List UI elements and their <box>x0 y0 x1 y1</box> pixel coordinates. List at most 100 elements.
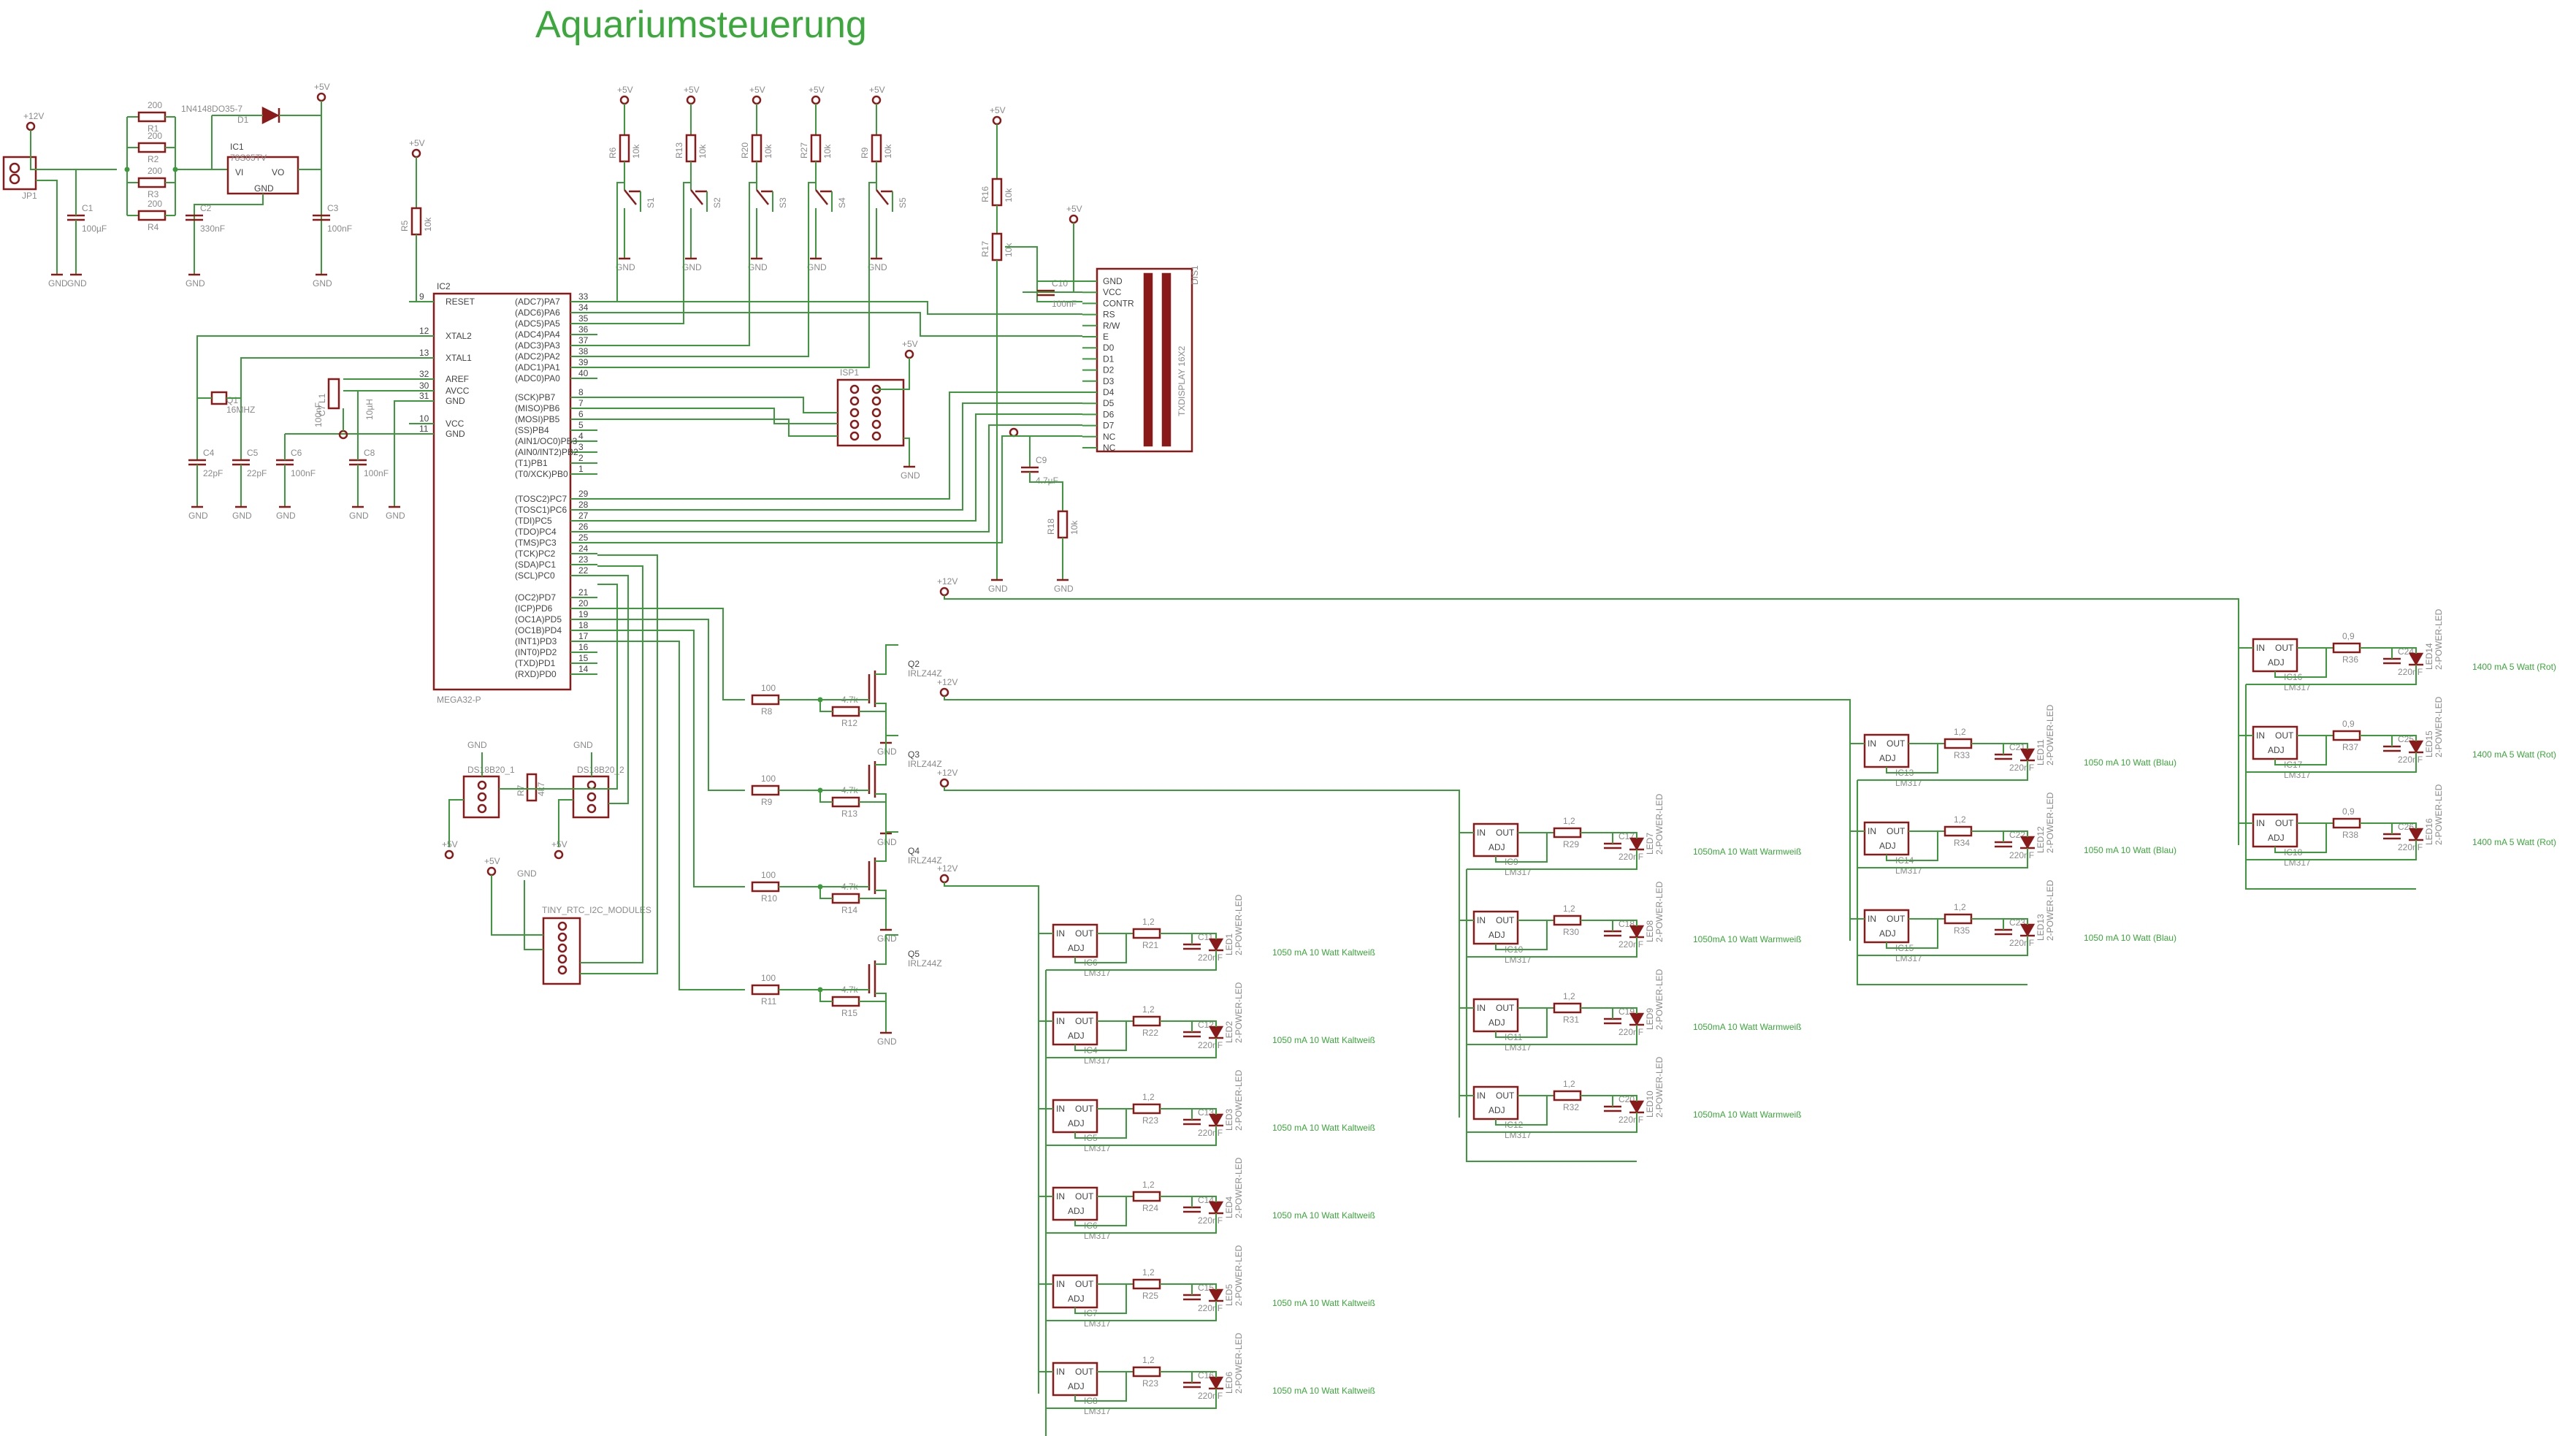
led-symbol <box>1629 1100 1645 1114</box>
resistor-symbol <box>1132 1015 1161 1027</box>
wire <box>944 882 1039 1394</box>
pin-label: ADJ <box>1488 842 1505 852</box>
pin-label: IN <box>1477 1003 1486 1013</box>
resistor-r7 <box>526 773 538 802</box>
connector-pin <box>586 780 597 790</box>
mcu-pin-name: GND <box>446 396 465 406</box>
wire <box>944 787 1460 1118</box>
supply-symbol <box>411 148 421 159</box>
connector-pin <box>557 932 567 942</box>
wire <box>597 435 1082 543</box>
pin-label: IN <box>1056 1104 1065 1114</box>
led-ref: LED9 <box>1645 1008 1655 1030</box>
pin-label: ADJ <box>1879 753 1896 763</box>
wire <box>597 182 876 368</box>
mcu-ic2 <box>432 292 572 691</box>
wire <box>944 595 2239 845</box>
lcd-pin-name: CONTR <box>1103 298 1134 308</box>
rtc-ref: TINY_RTC_I2C_MODULES <box>542 905 651 915</box>
mcu-pin-name: XTAL2 <box>446 331 472 341</box>
wire <box>1192 933 1217 939</box>
capacitor-value: 220nF <box>1198 1040 1223 1050</box>
resistor-value: 1,2 <box>1142 917 1155 927</box>
mcu-pin-name: (ADC1)PA1 <box>515 362 560 373</box>
resistor-ref: R29 <box>1563 839 1579 849</box>
net-label: GND <box>868 262 887 272</box>
resistor-symbol <box>831 706 860 717</box>
switch-symbol <box>815 189 828 205</box>
pin-label: ADJ <box>1488 1105 1505 1115</box>
mcu-pin-num: 23 <box>578 554 589 565</box>
mcu-pin-num: 16 <box>578 642 589 652</box>
diode-ref: D1 <box>237 115 249 125</box>
supply-symbol <box>1069 214 1079 224</box>
resistor-symbol <box>751 984 780 996</box>
switch-symbol <box>624 189 637 205</box>
wire <box>1857 780 2027 985</box>
resistor-value: 1,2 <box>1563 991 1575 1001</box>
lcd-pin-name: D6 <box>1103 409 1115 419</box>
pin-label: ADJ <box>1488 1017 1505 1028</box>
led-label: 1050 mA 10 Watt Kaltweiß <box>1272 947 1375 958</box>
wire <box>597 408 838 424</box>
wire <box>1857 848 2028 868</box>
wire <box>1613 920 1637 926</box>
mcu-pin-num: 20 <box>578 598 589 608</box>
inductor-ref: L1 <box>317 393 327 403</box>
diode-symbol <box>261 106 280 125</box>
pin-label: IN <box>1056 1191 1065 1202</box>
resistor-ref: R31 <box>1563 1015 1579 1025</box>
capacitor-value: 220nF <box>2398 755 2423 765</box>
mcu-pin-num: 26 <box>578 522 589 532</box>
mcu-pin-num: 6 <box>578 409 584 419</box>
capacitor-value: 22pF <box>247 468 267 478</box>
mcu-pin-name: (ICP)PD6 <box>515 603 553 614</box>
crystal-value: 16MHZ <box>226 405 255 415</box>
led-symbol <box>1208 1113 1224 1127</box>
connector-pin <box>871 419 882 429</box>
resistor-symbol <box>137 142 167 153</box>
resistor-ref: R27 <box>799 142 809 159</box>
pin-label: OUT <box>1496 1003 1515 1013</box>
regulator-ref: IC1 <box>230 142 244 152</box>
schematic-title: Aquariumsteuerung <box>535 4 867 46</box>
resistor-ref: R34 <box>1954 838 1970 848</box>
mcu-pin-num: 13 <box>419 348 429 358</box>
led-part: 2-POWER-LED <box>2434 608 2444 670</box>
net-label: GND <box>67 278 87 289</box>
connector-pin <box>849 384 860 394</box>
resistor-value: 10k <box>1004 188 1014 202</box>
pin-label: OUT <box>1496 1091 1515 1101</box>
lcd-pin-name: RS <box>1103 310 1115 320</box>
resistor-symbol <box>2332 817 2361 829</box>
resistor-symbol <box>410 207 422 236</box>
wire <box>597 312 1082 337</box>
supply-symbol <box>26 121 36 131</box>
capacitor-ref: C4 <box>203 448 215 458</box>
resistor-symbol <box>1553 1090 1582 1101</box>
mcu-pin-num: 1 <box>578 464 584 474</box>
mcu-pin-num: 38 <box>578 346 589 356</box>
connector-pin <box>557 943 567 953</box>
led-part: 2-POWER-LED <box>1234 1157 1244 1218</box>
mcu-pin-num: 15 <box>578 653 589 663</box>
mcu-pin-num: 19 <box>578 609 589 619</box>
mcu-pin-num: 3 <box>578 442 584 452</box>
net-label: +12V <box>937 863 958 874</box>
net-label: GND <box>232 511 252 521</box>
resistor-value: 200 <box>148 166 162 176</box>
wire <box>597 413 1082 522</box>
resistor-value: 1,2 <box>1954 814 1966 825</box>
wire <box>36 180 58 264</box>
led-ref: LED1 <box>1224 933 1234 955</box>
resistor-value: 10k <box>423 217 433 232</box>
lcd-ref: DIS1 <box>1190 265 1200 285</box>
resistor-value: 1,2 <box>1954 727 1966 737</box>
led-label: 1050 mA 10 Watt (Blau) <box>2084 933 2176 943</box>
capacitor-ref: C1 <box>82 203 93 213</box>
pin-label: VO <box>272 167 284 177</box>
net-label: GND <box>313 278 332 289</box>
wire <box>1495 1008 1548 1038</box>
